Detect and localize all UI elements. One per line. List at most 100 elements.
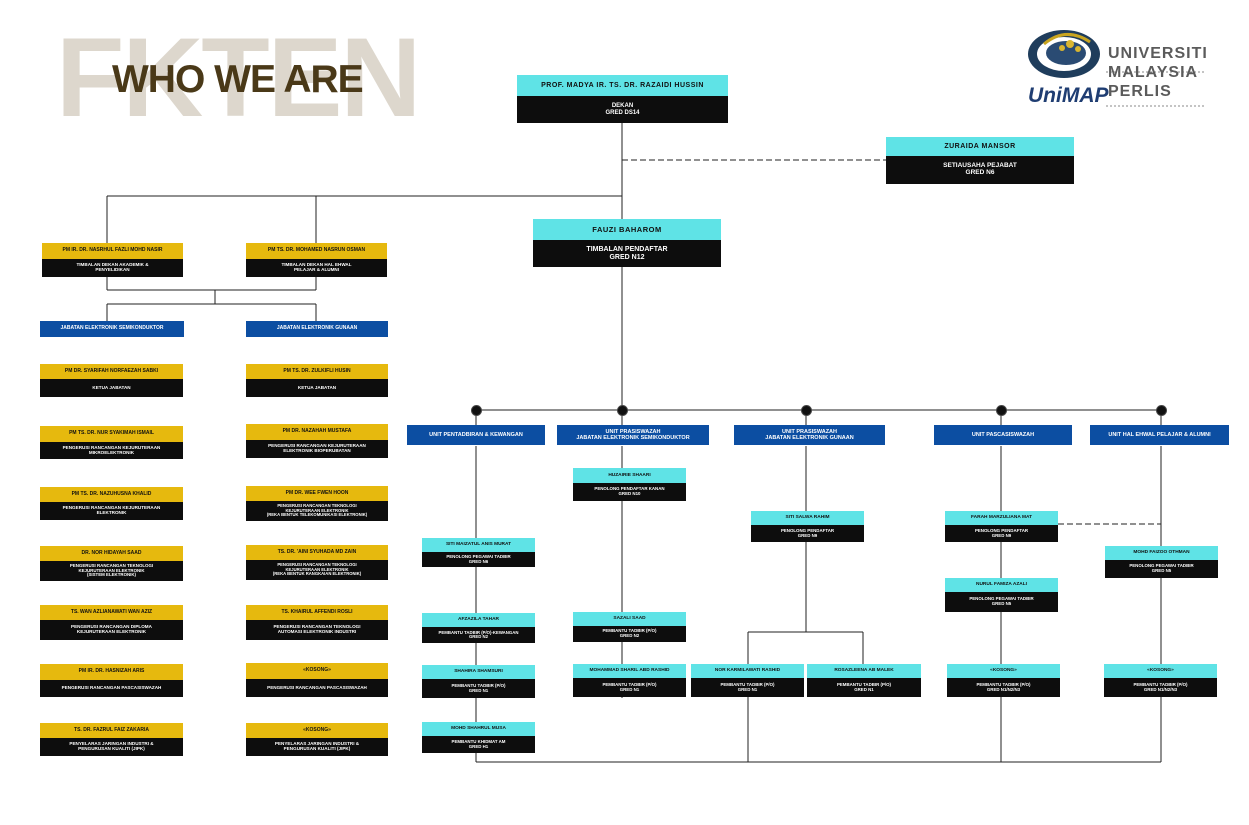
unit-member: HUZAIRIE SHAARI PENOLONG PENDAFTAR KANAN… [573, 468, 686, 501]
department-member: TS. DR. 'AINI SYUHADA MD ZAIN PENGERUSI … [246, 545, 388, 580]
member-role: PEMBANTU TADBIR (P/O) GRED N1 [422, 679, 535, 698]
member-role: PENOLONG PEGAWAI TADBIR GRED N6 [422, 552, 535, 567]
deputy-academic-role: TIMBALAN DEKAN AKADEMIK & PENYELIDIKAN [42, 259, 183, 277]
unit-member: MOHAMMAD SHARIL ABD RASHID PEMBANTU TADB… [573, 664, 686, 697]
junction-dot [1156, 405, 1167, 416]
unit-member-vacant: «KOSONG» PEMBANTU TADBIR (P/O) GRED N1/N… [1104, 664, 1217, 697]
dean-role: DEKAN GRED DS14 [517, 96, 728, 123]
university-line: UNIVERSITI [1108, 45, 1208, 62]
member-role: PEMBANTU KHIDMAT AM GRED H1 [422, 736, 535, 753]
member-role: PEMBANTU TADBIR (P/O) GRED N1/N2/N3 [1104, 678, 1217, 697]
member-name: PM TS. DR. NUR SYAKIMAH ISMAIL [40, 426, 183, 442]
deputy-academic-box: PM IR. DR. NASRHUL FAZLI MOHD NASIR TIMB… [42, 243, 183, 277]
junction-dot [617, 405, 628, 416]
registrar-role: TIMBALAN PENDAFTAR GRED N12 [533, 240, 721, 267]
department-header-gunaan: JABATAN ELEKTRONIK GUNAAN [246, 321, 388, 337]
member-name: NURUL FAMIZA AZALI [945, 578, 1058, 592]
member-name: «KOSONG» [947, 664, 1060, 678]
secretary-box: ZURAIDA MANSOR SETIAUSAHA PEJABAT GRED N… [886, 137, 1074, 184]
member-role: PEMBANTU TADBIR (P/O) GRED N1 [807, 678, 921, 697]
unit-member: MOHD FAIZOO OTHMAN PENOLONG PEGAWAI TADB… [1105, 546, 1218, 578]
member-name: MOHD SHAHRUL MUSA [422, 722, 535, 736]
member-name: AFZAZILA TAHAR [422, 613, 535, 627]
member-role: PENOLONG PEGAWAI TADBIR GRED N5 [1105, 560, 1218, 578]
unit-member: NOR KARMILAWATI RASHID PEMBANTU TADBIR (… [691, 664, 804, 697]
department-member: TS. WAN AZLIANAWATI WAN AZIZ PENGERUSI R… [40, 605, 183, 640]
member-name: SHAHIRA SHAMSURI [422, 665, 535, 679]
department-member-vacant: «KOSONG» PENGERUSI RANCANGAN PASCASISWAZ… [246, 663, 388, 697]
unimap-logo: UniMAP [1026, 22, 1216, 108]
unit-header: UNIT PRASISWAZAH JABATAN ELEKTRONIK GUNA… [734, 425, 885, 445]
unit-member: SITI SALWA RAHIM PENOLONG PENDAFTAR GRED… [751, 511, 864, 542]
unit-member-vacant: «KOSONG» PEMBANTU TADBIR (P/O) GRED N1/N… [947, 664, 1060, 697]
member-role: PENYELARAS JARINGAN INDUSTRI & PENGURUSA… [40, 738, 183, 756]
member-role: PEMBANTU TADBIR (P/O)-KEWANGAN GRED N2 [422, 627, 535, 643]
member-name: SITI SALWA RAHIM [751, 511, 864, 525]
member-name: PM DR. SYARIFAH NORFAEZAH SABKI [40, 364, 183, 379]
member-role: PENOLONG PENDAFTAR GRED N9 [751, 525, 864, 542]
member-name: TS. KHAIRUL AFFENDI ROSLI [246, 605, 388, 620]
deputy-student-name: PM TS. DR. MOHAMED NASRUN OSMAN [246, 243, 387, 259]
member-name: FARAH MARZULIANA MAT [945, 511, 1058, 525]
member-role: PENGERUSI RANCANGAN KEJURUTERAAN ELEKTRO… [40, 502, 183, 520]
unit-header: UNIT HAL EHWAL PELAJAR & ALUMNI [1090, 425, 1229, 445]
registrar-box: FAUZI BAHAROM TIMBALAN PENDAFTAR GRED N1… [533, 219, 721, 267]
department-member: DR. NOR HIDAYAH SAAD PENGERUSI RANCANGAN… [40, 546, 183, 581]
member-name: MOHAMMAD SHARIL ABD RASHID [573, 664, 686, 678]
member-name: PM DR. WEE FWEN HOON [246, 486, 388, 501]
member-name: NOR KARMILAWATI RASHID [691, 664, 804, 678]
member-name: TS. DR. FAZRUL FAIZ ZAKARIA [40, 723, 183, 738]
member-name: PM TS. DR. NAZUHUSNA KHALID [40, 487, 183, 502]
dean-name: PROF. MADYA IR. TS. DR. RAZAIDI HUSSIN [517, 75, 728, 96]
unit-member: ROSAZLEENA AB MALEK PEMBANTU TADBIR (P/O… [807, 664, 921, 697]
member-role: PENGERUSI RANCANGAN KEJURUTERAAN ELEKTRO… [246, 440, 388, 458]
deputy-academic-name: PM IR. DR. NASRHUL FAZLI MOHD NASIR [42, 243, 183, 259]
member-name: HUZAIRIE SHAARI [573, 468, 686, 483]
member-role: PENGERUSI RANCANGAN PASCASISWAZAH [246, 679, 388, 697]
unit-member: SAZALI SAAD PEMBANTU TADBIR (P/O) GRED N… [573, 612, 686, 642]
junction-dot [996, 405, 1007, 416]
member-name: MOHD FAIZOO OTHMAN [1105, 546, 1218, 560]
department-member: PM TS. DR. NUR SYAKIMAH ISMAIL PENGERUSI… [40, 426, 183, 459]
member-name: SAZALI SAAD [573, 612, 686, 626]
member-name: ROSAZLEENA AB MALEK [807, 664, 921, 678]
member-role: KETUA JABATAN [246, 379, 388, 397]
department-member: PM DR. NAZAHAH MUSTAFA PENGERUSI RANCANG… [246, 424, 388, 458]
secretary-role: SETIAUSAHA PEJABAT GRED N6 [886, 156, 1074, 184]
member-name: «KOSONG» [246, 663, 388, 679]
university-line: MALAYSIA [1108, 64, 1199, 81]
unit-member: NURUL FAMIZA AZALI PENOLONG PEGAWAI TADB… [945, 578, 1058, 612]
member-role: PENOLONG PEGAWAI TADBIR GRED N5 [945, 592, 1058, 612]
member-role: KETUA JABATAN [40, 379, 183, 397]
unit-member: MOHD SHAHRUL MUSA PEMBANTU KHIDMAT AM GR… [422, 722, 535, 753]
member-name: TS. DR. 'AINI SYUHADA MD ZAIN [246, 545, 388, 560]
department-member: PM TS. DR. ZULKIFLI HUSIN KETUA JABATAN [246, 364, 388, 397]
member-name: SITI MAIZATUL ANIS MURAT [422, 538, 535, 552]
member-role: PENGERUSI RANCANGAN TEKNOLOGI KEJURUTERA… [246, 560, 388, 580]
member-name: TS. WAN AZLIANAWATI WAN AZIZ [40, 605, 183, 620]
dean-box: PROF. MADYA IR. TS. DR. RAZAIDI HUSSIN D… [517, 75, 728, 123]
unit-member: SHAHIRA SHAMSURI PEMBANTU TADBIR (P/O) G… [422, 665, 535, 698]
member-role: PEMBANTU TADBIR (P/O) GRED N1/N2/N3 [947, 678, 1060, 697]
member-name: PM TS. DR. ZULKIFLI HUSIN [246, 364, 388, 379]
member-role: PEMBANTU TADBIR (P/O) GRED N1 [691, 678, 804, 697]
deputy-student-role: TIMBALAN DEKAN HAL EHWAL PELAJAR & ALUMN… [246, 259, 387, 277]
department-member: PM IR. DR. HASNIZAH ARIS PENGERUSI RANCA… [40, 664, 183, 697]
member-role: PENOLONG PENDAFTAR GRED N9 [945, 525, 1058, 542]
member-role: PENGERUSI RANCANGAN DIPLOMA KEJURUTERAAN… [40, 620, 183, 640]
member-role: PEMBANTU TADBIR (P/O) GRED N1 [573, 678, 686, 697]
member-name: PM IR. DR. HASNIZAH ARIS [40, 664, 183, 680]
registrar-name: FAUZI BAHAROM [533, 219, 721, 240]
university-line: PERLIS [1108, 83, 1172, 100]
member-role: PENYELARAS JARINGAN INDUSTRI & PENGURUSA… [246, 738, 388, 756]
deputy-student-box: PM TS. DR. MOHAMED NASRUN OSMAN TIMBALAN… [246, 243, 387, 277]
fkten-watermark: FKTEN [56, 15, 421, 140]
department-member: PM DR. WEE FWEN HOON PENGERUSI RANCANGAN… [246, 486, 388, 521]
unit-header: UNIT PRASISWAZAH JABATAN ELEKTRONIK SEMI… [557, 425, 709, 445]
department-member: TS. DR. FAZRUL FAIZ ZAKARIA PENYELARAS J… [40, 723, 183, 756]
logo-emblem-icon [1028, 30, 1100, 78]
member-role: PENGERUSI RANCANGAN PASCASISWAZAH [40, 680, 183, 697]
department-member: PM DR. SYARIFAH NORFAEZAH SABKI KETUA JA… [40, 364, 183, 397]
department-member-vacant: «KOSONG» PENYELARAS JARINGAN INDUSTRI & … [246, 723, 388, 756]
junction-dot [471, 405, 482, 416]
